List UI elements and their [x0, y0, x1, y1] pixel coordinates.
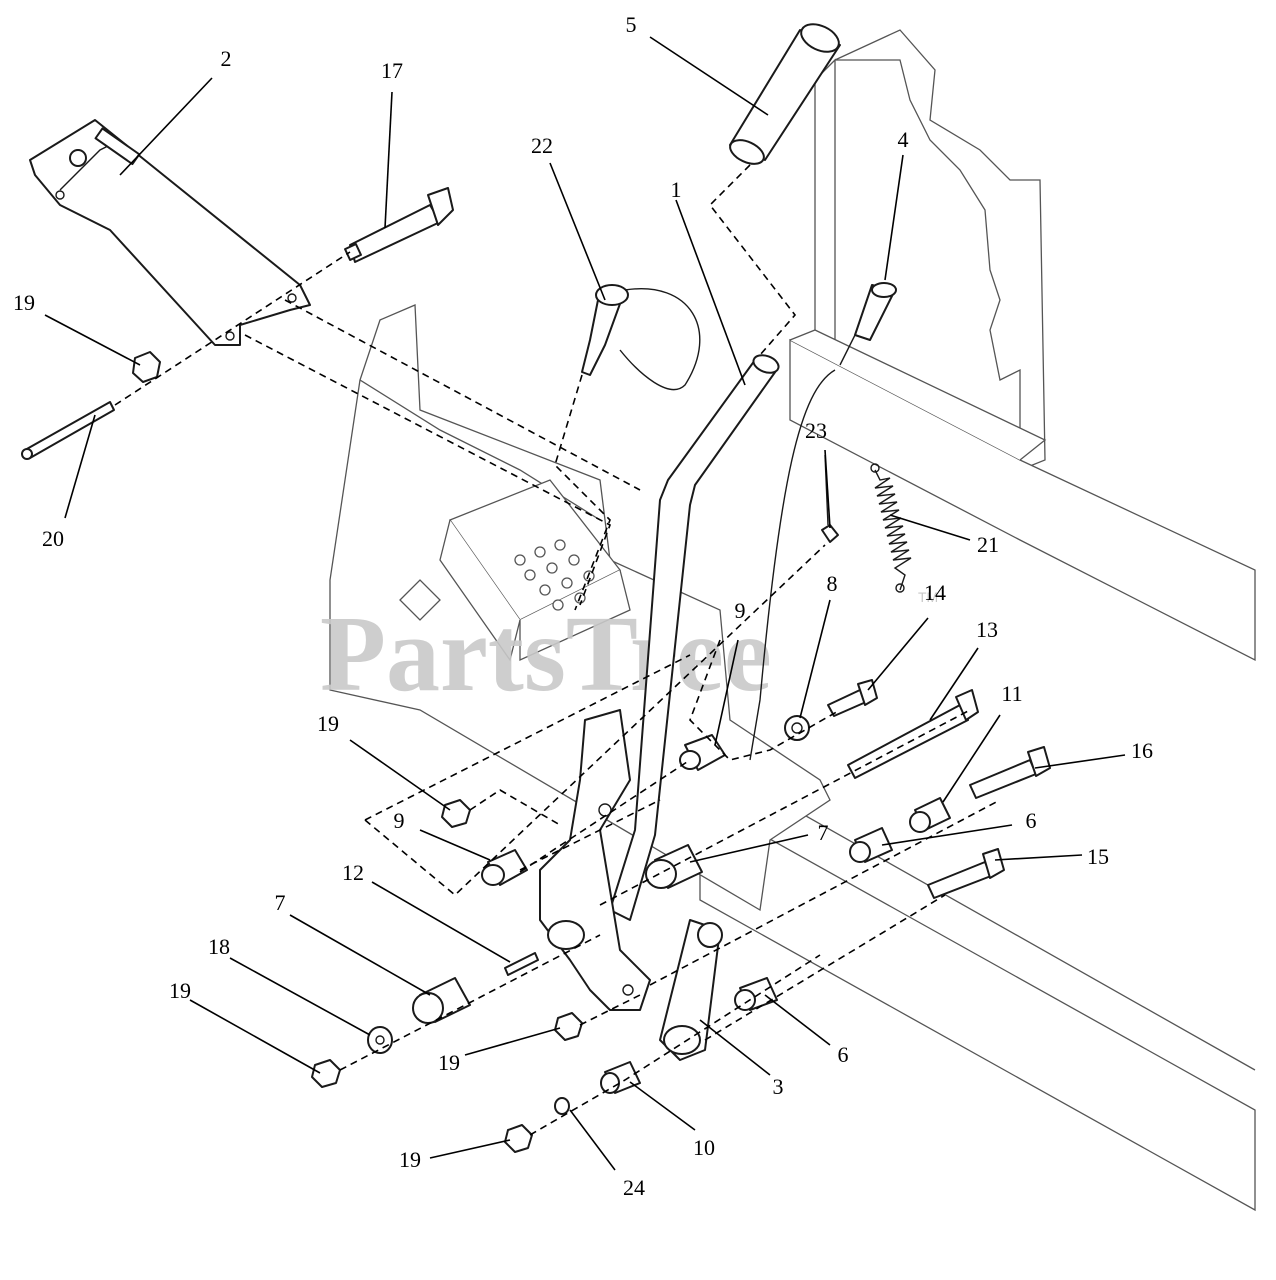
callout-labels: 1 2 3 4 5 6 6 7 7 8 9 9 10 11 12 13 14 1…	[13, 12, 1153, 1200]
callout-17: 17	[381, 58, 403, 83]
callout-19-top: 19	[13, 290, 35, 315]
partstree-watermark: PartsTree TM	[320, 589, 938, 714]
callout-14: 14	[924, 580, 946, 605]
part-16-bolt	[969, 746, 1051, 799]
callout-18: 18	[208, 934, 230, 959]
callout-10: 10	[693, 1135, 715, 1160]
part-11-bushing	[909, 797, 951, 833]
callout-9-upper: 9	[735, 598, 746, 623]
callout-19-upper: 19	[317, 711, 339, 736]
part-20-pin	[21, 401, 115, 460]
callout-16: 16	[1131, 738, 1153, 763]
leader-lines	[44, 36, 1126, 1171]
part-8-washer	[784, 715, 810, 741]
part-23-screw	[821, 454, 839, 543]
lever-plate	[539, 709, 651, 1011]
callout-4: 4	[898, 127, 909, 152]
part-3-arm	[659, 919, 723, 1061]
callout-19-mid: 19	[438, 1050, 460, 1075]
callout-2: 2	[221, 46, 232, 71]
part-19-nut-left	[311, 1059, 341, 1088]
callout-8: 8	[827, 571, 838, 596]
part-10-bushing	[600, 1061, 641, 1094]
callout-24: 24	[623, 1175, 645, 1200]
callout-19-left: 19	[169, 978, 191, 1003]
part-13-bolt	[847, 689, 979, 779]
callout-22: 22	[531, 133, 553, 158]
callout-7-upper: 7	[818, 820, 829, 845]
part-12-pin	[504, 952, 539, 976]
callout-11: 11	[1001, 681, 1022, 706]
part-4-cable-end	[749, 282, 897, 761]
part-7-bushing-lower	[412, 977, 471, 1024]
part-7-bushing-upper	[645, 844, 703, 889]
callout-20: 20	[42, 526, 64, 551]
part-22-lanyard-pin	[581, 284, 701, 391]
part-2-link	[29, 119, 311, 346]
part-15-bolt	[927, 848, 1005, 899]
callout-21: 21	[977, 532, 999, 557]
callout-5: 5	[626, 12, 637, 37]
part-14-bolt	[827, 679, 878, 717]
callout-3: 3	[773, 1074, 784, 1099]
part-19-nut-upper	[441, 799, 471, 828]
callout-6-lower: 6	[838, 1042, 849, 1067]
part-21-spring	[870, 463, 912, 593]
watermark-text: PartsTree	[320, 595, 772, 714]
part-9-bushing-lower	[481, 849, 528, 886]
part-19-nut-bottom	[504, 1124, 533, 1153]
callout-9-lower: 9	[394, 808, 405, 833]
callout-12: 12	[342, 860, 364, 885]
callout-23: 23	[805, 418, 827, 443]
part-24-washer	[554, 1097, 570, 1115]
callout-19-bottom: 19	[399, 1147, 421, 1172]
frame-rail-lower	[699, 789, 1256, 1212]
part-6-bushing-lower	[734, 977, 778, 1011]
assembly-lines	[114, 164, 1001, 1136]
part-17-bolt	[344, 187, 454, 263]
watermark-trademark: TM	[918, 589, 938, 605]
callout-1: 1	[671, 177, 682, 202]
mounting-bracket	[439, 479, 631, 662]
part-19-nut-mid	[554, 1012, 583, 1041]
part-18-washer	[367, 1026, 393, 1054]
frame-plate-right	[789, 29, 1256, 662]
part-6-bushing-upper	[849, 827, 893, 863]
part-5-grip	[729, 23, 841, 165]
callout-6-upper: 6	[1026, 808, 1037, 833]
callout-7-lower: 7	[275, 890, 286, 915]
callout-13: 13	[976, 617, 998, 642]
part-1-lever	[609, 354, 780, 921]
callout-15: 15	[1087, 844, 1109, 869]
